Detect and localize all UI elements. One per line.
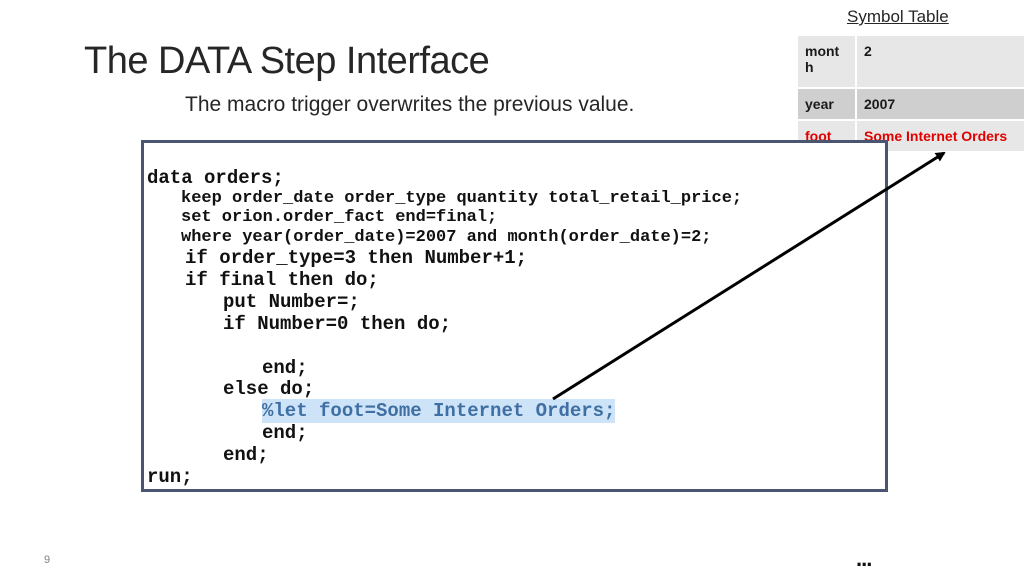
arrow-line (552, 151, 946, 401)
code-line: if order_type=3 then Number+1; (185, 247, 528, 269)
continuation-ellipsis: ... (856, 546, 872, 571)
symbol-name-year: year (798, 88, 857, 121)
page-number: 9 (44, 554, 51, 566)
code-box (141, 140, 888, 492)
code-line: put Number=; (223, 291, 360, 313)
code-line: end; (262, 357, 308, 379)
code-line: if final then do; (185, 269, 379, 291)
code-line: set orion.order_fact end=final; (181, 208, 498, 227)
symbol-value-year: 2007 (856, 88, 1024, 121)
code-line: if Number=0 then do; (223, 313, 452, 335)
slide-title: The DATA Step Interface (84, 40, 490, 82)
macro-trigger-highlight: %let foot=Some Internet Orders; (262, 399, 616, 423)
code-line: end; (223, 444, 269, 466)
code-line-macro-trigger: %let foot=Some Internet Orders; (262, 399, 616, 423)
slide-subtitle: The macro trigger overwrites the previou… (185, 93, 635, 116)
code-line: where year(order_date)=2007 and month(or… (181, 228, 712, 247)
code-line: data orders; (147, 167, 284, 189)
symbol-value-month: 2 (856, 36, 1024, 89)
code-line: end; (262, 422, 308, 444)
symbol-table-row: year 2007 (798, 88, 1024, 121)
code-line: else do; (223, 378, 315, 400)
symbol-table-label: Symbol Table (847, 7, 949, 26)
code-line: run; (147, 466, 193, 488)
code-line: keep order_date order_type quantity tota… (181, 189, 743, 208)
